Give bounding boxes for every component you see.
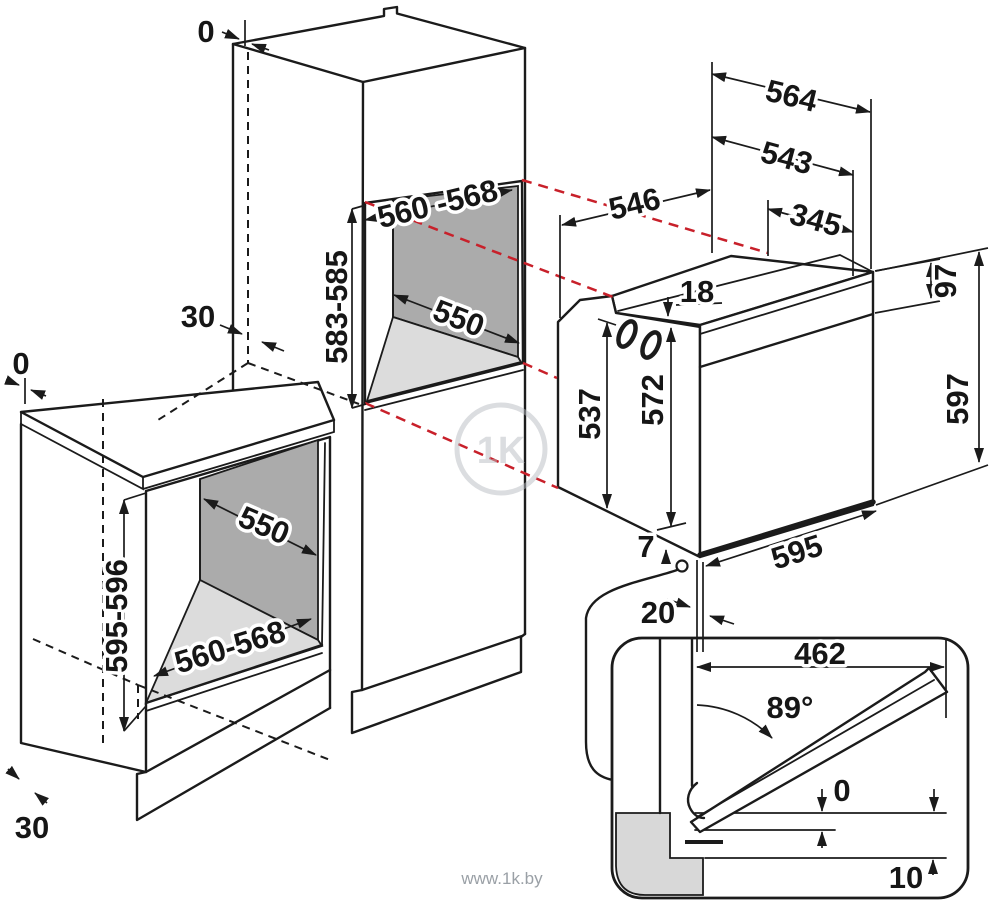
dim-opening-angle: 89°	[767, 690, 814, 725]
door-angle-detail: 462 89° 0 10	[584, 559, 970, 900]
watermark-logo-circle	[454, 402, 548, 496]
dim-door-reach: 462	[794, 636, 846, 671]
dim-oven-panel-height: 97	[928, 264, 963, 298]
dim-base-niche-height: 595-596	[99, 559, 134, 673]
dim-oven-overall-height: 597	[940, 373, 975, 425]
watermark-logo-text: 1K	[477, 430, 526, 472]
dim-oven-upper-depth: 345	[786, 196, 845, 243]
dim-base-plinth-gap: 30	[15, 810, 49, 845]
dim-tall-rear-gap: 30	[181, 299, 215, 334]
oven-drawing	[556, 254, 876, 559]
dim-base-rear-gap: 0	[12, 346, 29, 381]
dim-flush-clearance: 0	[833, 773, 850, 808]
dim-oven-casing-height: 572	[635, 374, 670, 426]
dim-floor-clearance: 10	[889, 860, 923, 895]
dim-oven-side-height: 537	[572, 388, 607, 440]
dim-oven-top-recess: 18	[680, 274, 714, 309]
dim-oven-bottom-clearance: 7	[637, 529, 654, 564]
base-cabinet-drawing	[19, 380, 336, 822]
watermark: 1K	[454, 402, 548, 496]
dim-oven-casing-width: 543	[757, 134, 816, 181]
hidden-edges	[32, 52, 360, 761]
dim-oven-overall-width: 564	[762, 73, 821, 119]
dim-oven-front-clearance: 20	[641, 595, 675, 630]
detail-reference-circle	[675, 559, 689, 573]
dim-tall-niche-height: 583-585	[319, 250, 354, 364]
vent-slot-icon	[616, 319, 638, 349]
dim-tall-top-gap: 0	[197, 14, 214, 49]
watermark-url: www.1k.by	[460, 869, 543, 888]
vent-slot-icon	[640, 330, 662, 360]
